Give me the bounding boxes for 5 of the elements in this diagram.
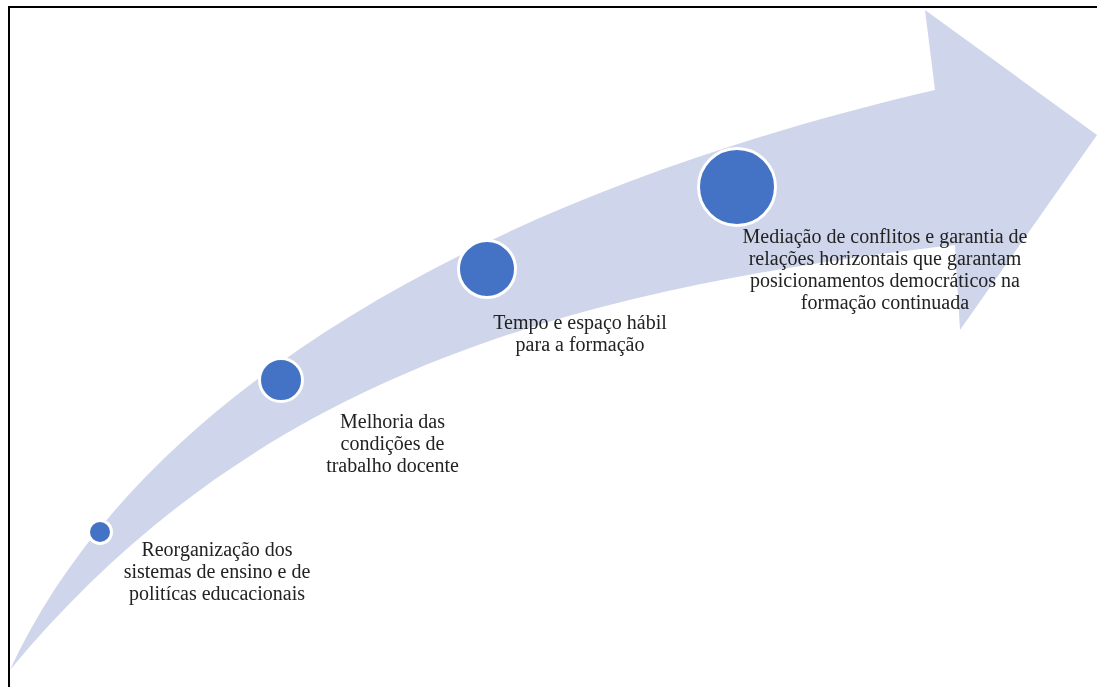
circle-marker (87, 519, 113, 545)
step-text: Reorganização dos sistemas de ensino e de politícas educacionais (122, 538, 312, 604)
step-text: Tempo e espaço hábil para a formação (492, 311, 668, 355)
step-text: Melhoria das condições de trabalho docente (325, 410, 460, 476)
step-text: Mediação de conflitos e garantia de relações horizontais que garantam posicionamentos democráticos na formação continuada (741, 225, 1029, 313)
